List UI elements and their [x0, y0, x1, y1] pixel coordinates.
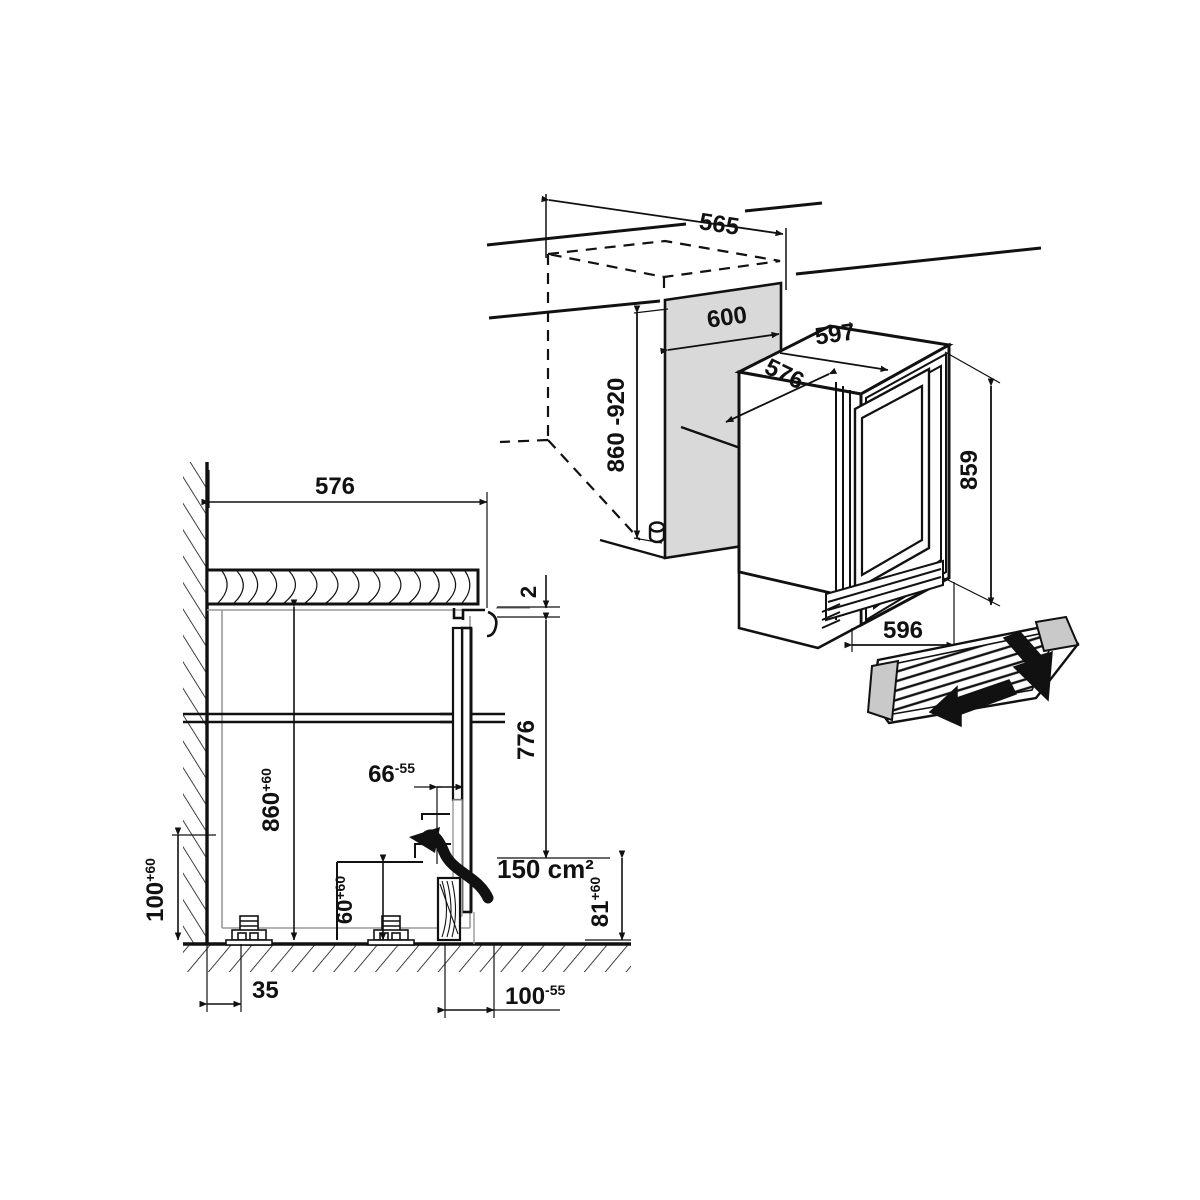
niche-hidden-outline — [499, 239, 781, 541]
dim-label-35: 35 — [252, 977, 279, 1004]
section-view: 576 2 776 860+60 100+60 — [142, 462, 631, 1018]
section-plinth-box — [336, 813, 462, 942]
wood-grain — [217, 570, 471, 604]
airflow-arrow-icon — [409, 827, 440, 853]
dim-depth-565 — [541, 194, 787, 290]
dim-top-576 — [725, 367, 838, 423]
wall-face-lines — [205, 462, 209, 944]
intake-arrow-icon — [928, 679, 1018, 728]
section-door-assembly — [451, 607, 530, 944]
grille-right-cap — [1034, 615, 1080, 653]
appliance-plinth-grille — [825, 559, 944, 622]
dim-100-plinth — [172, 827, 216, 941]
dim-60-socket — [358, 854, 392, 941]
dim-label-81: 81+60 — [587, 877, 614, 928]
dim-81 — [585, 850, 631, 941]
exhaust-arrow-icon — [1002, 631, 1053, 702]
ventilation-grille-detail — [866, 615, 1080, 728]
dim-label-2: 2 — [516, 586, 541, 598]
grille-left-cap — [866, 659, 900, 722]
dim-776 — [497, 612, 610, 859]
dim-section-576 — [201, 470, 488, 608]
niche-base — [599, 521, 666, 560]
dim-width-600 — [660, 331, 780, 355]
dim-height-859 — [943, 351, 1001, 607]
dim-gap-2 — [497, 575, 560, 618]
dim-label-565: 565 — [697, 208, 741, 241]
dim-label-860: 860+60 — [258, 768, 285, 832]
dim-label-section-576: 576 — [315, 473, 355, 500]
dim-100-front — [437, 944, 560, 1018]
dim-66 — [414, 783, 464, 864]
dim-35 — [199, 944, 242, 1012]
dim-height-860-920 — [633, 305, 669, 544]
dim-label-600: 600 — [705, 301, 748, 333]
vent-area-label: 150 cm² — [497, 854, 594, 884]
dim-label-859: 859 — [956, 450, 983, 490]
dim-label-60: 60+60 — [332, 876, 357, 924]
dim-label-596: 596 — [883, 617, 923, 644]
floor-hatching — [183, 944, 631, 972]
perspective-view: 565 600 860 -920 — [486, 194, 1042, 652]
dim-label-100-plinth: 100+60 — [142, 858, 169, 922]
dim-label-860-920: 860 -920 — [603, 378, 630, 473]
adjustable-foot-left — [225, 915, 273, 946]
worktop-plank — [205, 568, 480, 606]
dim-label-66: 66-55 — [368, 760, 415, 788]
dim-label-597: 597 — [813, 318, 856, 350]
dim-top-597 — [779, 322, 889, 373]
dim-label-776: 776 — [513, 720, 540, 760]
wall-hatching — [183, 462, 207, 944]
dim-width-596 — [844, 582, 955, 652]
dim-label-100-front: 100-55 — [505, 982, 565, 1010]
